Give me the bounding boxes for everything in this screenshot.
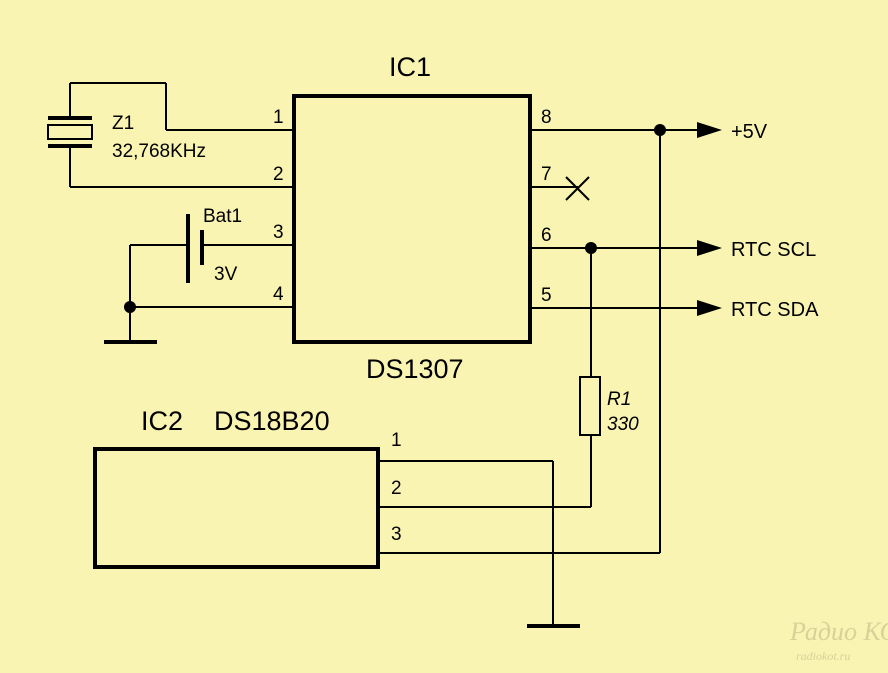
scl-arrow (697, 240, 722, 256)
ic1-pin4-label: 4 (273, 284, 284, 305)
vcc-label: +5V (731, 121, 768, 143)
gnd-junction (124, 301, 136, 313)
ic1-pin7-label: 7 (541, 164, 552, 185)
vcc-arrow (697, 122, 722, 138)
ic1-name: IC1 (389, 52, 431, 82)
crystal-z1: Z1 32,768KHz (47, 82, 206, 187)
no-connect-mark (565, 176, 590, 201)
ic1-part: DS1307 (366, 354, 464, 384)
ic2-name: IC2 (141, 406, 183, 436)
ic1-pin5-label: 5 (541, 285, 552, 306)
watermark-logo: Радио КОТ (789, 617, 888, 646)
r1-ref: R1 (607, 389, 631, 410)
crystal-body (47, 124, 93, 140)
ic2-pin3-label: 3 (391, 524, 402, 545)
ic1-pin6-label: 6 (541, 225, 552, 246)
ic1-pin2-label: 2 (273, 164, 284, 185)
watermark: Радио КОТ radiokot.ru (789, 617, 888, 663)
battery-bat1: Bat1 3V (104, 206, 242, 344)
r1-value: 330 (607, 414, 639, 435)
ic1-body (292, 94, 532, 344)
ic2-pin2-label: 2 (391, 478, 402, 499)
sda-label: RTC SDA (731, 299, 819, 321)
battery-value: 3V (214, 264, 238, 285)
ic2-part: DS18B20 (214, 406, 330, 436)
crystal-ref: Z1 (112, 113, 134, 134)
resistor-r1: R1 330 (579, 248, 639, 507)
watermark-site: radiokot.ru (796, 649, 850, 663)
ic2: IC2 DS18B20 1 2 3 (93, 406, 660, 628)
ic2-body (93, 447, 380, 569)
scl-label: RTC SCL (731, 239, 816, 261)
ic1-pin1-label: 1 (273, 107, 284, 128)
ic2-pin1-label: 1 (391, 430, 402, 451)
ic1: IC1 DS1307 1 2 3 4 8 7 6 5 (70, 52, 700, 384)
net-labels: +5V RTC SCL RTC SDA (585, 121, 819, 321)
sda-arrow (697, 300, 722, 316)
r1-body (579, 376, 601, 436)
ic1-pin8-label: 8 (541, 107, 552, 128)
ic1-pin3-label: 3 (273, 222, 284, 243)
battery-ref: Bat1 (203, 206, 242, 227)
crystal-value: 32,768KHz (112, 141, 206, 162)
